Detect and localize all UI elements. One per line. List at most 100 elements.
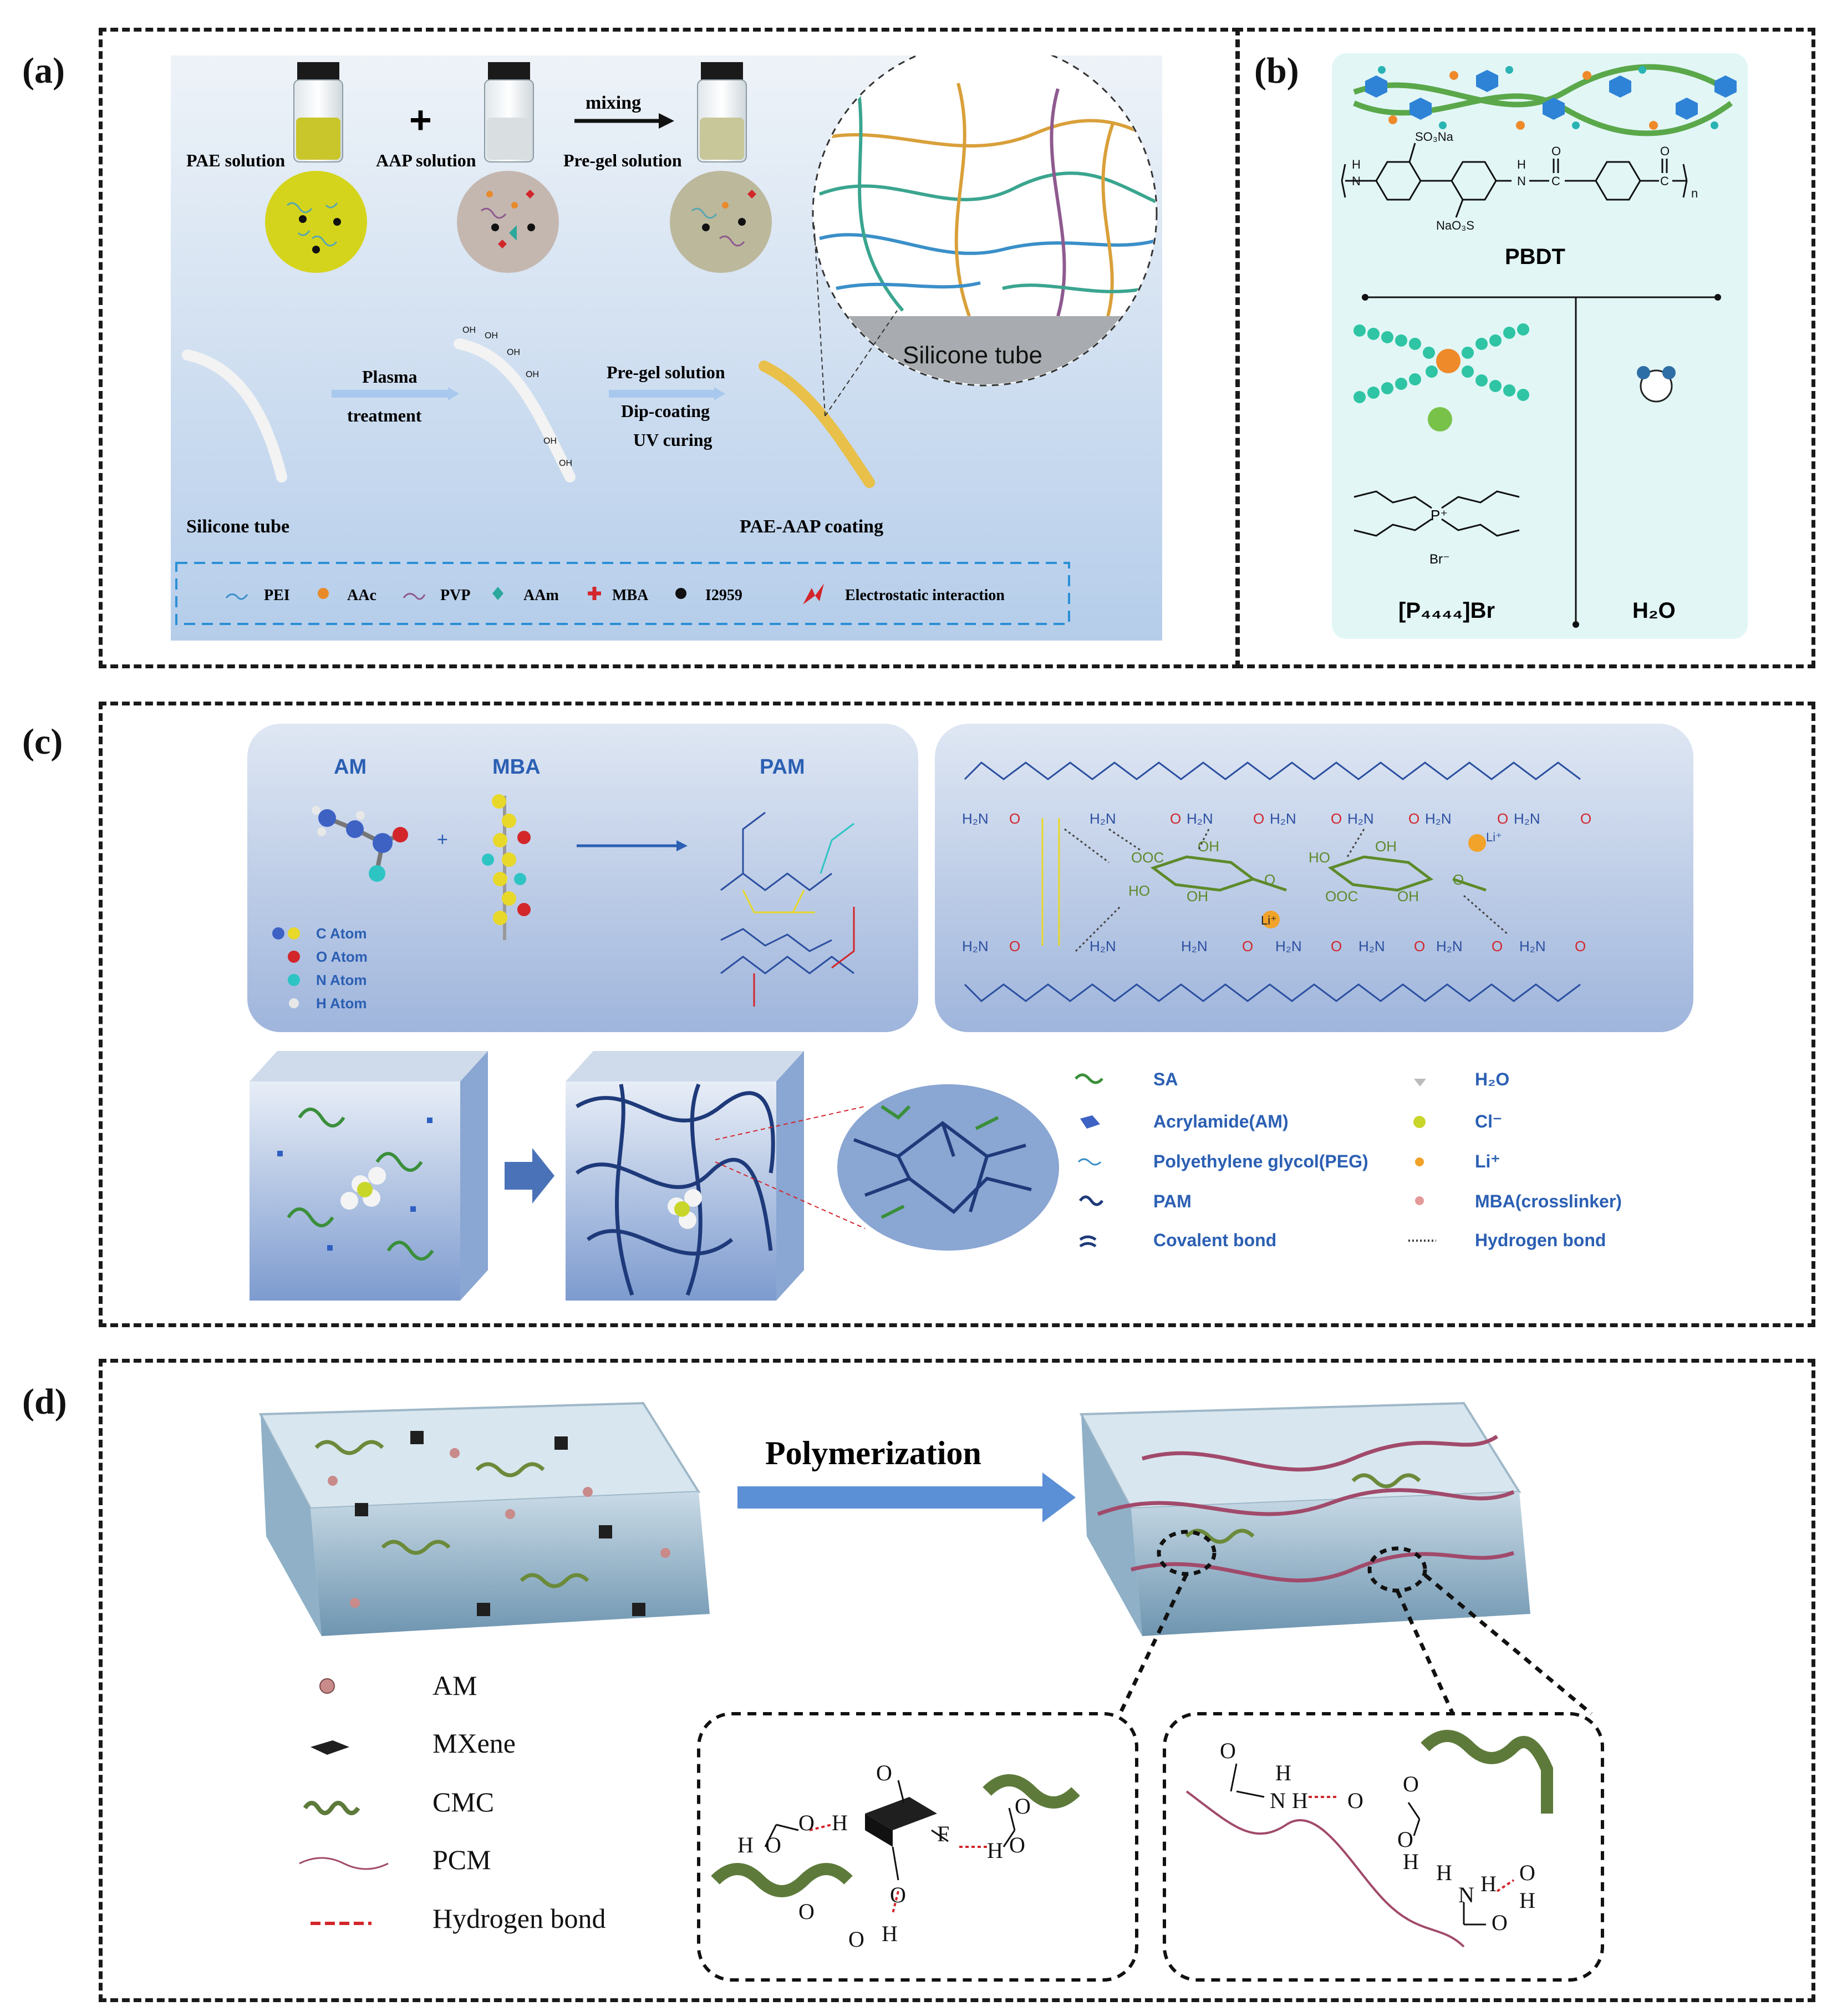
legend-covalent: Covalent bond	[1153, 1230, 1276, 1250]
mba-molecule	[482, 794, 531, 940]
atom-label: OH	[485, 331, 498, 341]
pae-vial	[293, 62, 343, 163]
p4444-structure	[1353, 490, 1520, 537]
atom-label: N	[1352, 174, 1361, 188]
atom-o-label: O Atom	[316, 948, 368, 965]
d-legend: AM MXene CMC PCM Hydrogen bond	[299, 1670, 605, 1934]
p4444-cartoon	[1353, 323, 1529, 431]
atom-label: H₂N	[1090, 938, 1116, 954]
zoom-silicone-label: Silicone tube	[903, 342, 1042, 369]
pae-dots	[299, 215, 341, 253]
atom-label: H₂N	[1436, 938, 1463, 954]
legend-pvp: PVP	[440, 587, 470, 604]
atom-label: H	[1292, 1788, 1308, 1813]
water-cartoon	[1637, 366, 1676, 403]
coated-silicone-tube	[759, 360, 875, 488]
p-plus-label: P⁺	[1431, 507, 1448, 524]
c-cube-arrow	[505, 1148, 554, 1203]
atom-label: H₂N	[962, 938, 989, 954]
panel-c-frame	[99, 702, 1815, 1327]
plain-silicone-tube	[182, 349, 287, 483]
legend-cl: Cl⁻	[1475, 1111, 1502, 1131]
panel-b-label: (b)	[1254, 50, 1299, 91]
atom-label: OH	[462, 326, 476, 335]
dip-step-2: Dip-coating	[621, 401, 710, 421]
pam-network-box	[935, 724, 1693, 1032]
pae-solution-label: PAE solution	[186, 150, 285, 170]
atom-label: O	[1009, 938, 1020, 954]
network-amide-labels: H₂N O H₂N O H₂N O H₂N O H₂N O H₂N O H₂N O H₂N O…	[962, 810, 1591, 954]
sa-labels: OOC OH HO OH O HO OH OOC OH O	[1128, 838, 1464, 905]
dip-step-1: Pre-gel solution	[607, 362, 725, 382]
atom-label: H	[1275, 1760, 1291, 1785]
pregel-contents	[691, 190, 756, 247]
atom-label: O	[765, 1832, 781, 1857]
atom-label: O	[1575, 938, 1586, 954]
sa-sugar-rings	[1150, 855, 1487, 892]
am-label: AM	[334, 755, 367, 779]
atom-label: H	[882, 1921, 898, 1946]
atom-label: OH	[1397, 888, 1419, 905]
atom-label: HO	[1128, 882, 1150, 899]
atom-label: H₂N	[1347, 810, 1374, 827]
li-ions: Li⁺ Li⁺	[1261, 830, 1502, 928]
atom-label: OH	[543, 436, 557, 446]
atom-label: O	[1009, 1832, 1025, 1857]
plasma-label-1: Plasma	[362, 367, 418, 387]
atom-label: H₂N	[1519, 938, 1546, 954]
am-molecule	[312, 806, 408, 882]
atom-label: O	[798, 1899, 815, 1924]
am-mba-reaction-box	[247, 724, 918, 1032]
atom-label: OOC	[1325, 888, 1358, 905]
atom-label: Li⁺	[1261, 913, 1277, 927]
pregel-vial	[697, 62, 747, 163]
legend-hydrogen-bond: Hydrogen bond	[1475, 1230, 1606, 1250]
atom-label: O	[1331, 938, 1342, 954]
atom-label: O	[1414, 938, 1425, 954]
atom-label: O	[1220, 1738, 1236, 1763]
pregel-zoom-circle	[670, 171, 772, 273]
atom-label: O	[1551, 144, 1561, 158]
atom-label: H₂N	[1425, 810, 1452, 827]
panel-d-label: (d)	[22, 1382, 67, 1422]
panel-a-figure: + mixing	[171, 40, 1162, 641]
atom-label: O	[1331, 810, 1342, 827]
atom-label: O	[1015, 1794, 1031, 1819]
atom-label: O	[1397, 1827, 1413, 1852]
atom-label: N	[1270, 1788, 1286, 1813]
c-legend: SA Acrylamide(AM) Polyethylene glycol(PE…	[1075, 1069, 1622, 1250]
atom-label: H	[1436, 1860, 1452, 1885]
atom-label: O	[1580, 810, 1591, 827]
post-polymer-slab	[1079, 1401, 1530, 1636]
legend-am: AM	[432, 1670, 477, 1701]
atom-c-label: C Atom	[316, 925, 367, 942]
panel-d-figure: Polymerization AM	[244, 1370, 1752, 1991]
atom-label: H	[1403, 1849, 1419, 1874]
atom-label: O	[1497, 810, 1508, 827]
pam-structure	[720, 811, 855, 1007]
atom-label: H	[832, 1810, 848, 1835]
gel-zoom-network	[853, 1105, 1032, 1219]
pae-zoom-circle	[265, 171, 367, 273]
atom-label: n	[1691, 186, 1698, 200]
atom-label: H₂N	[962, 810, 989, 827]
mba-label: MBA	[492, 755, 541, 779]
legend-pei: PEI	[264, 587, 290, 604]
legend-aac: AAc	[347, 587, 376, 604]
atom-h-label: H Atom	[316, 995, 367, 1012]
pbdt-structure	[1341, 143, 1688, 218]
pbdt-label: PBDT	[1505, 245, 1565, 269]
atom-label: HO	[1309, 849, 1330, 866]
inset1-drawing	[711, 1774, 1080, 1914]
oh-silicone-tube	[454, 338, 576, 483]
br-minus-label: Br⁻	[1429, 552, 1450, 567]
atom-label: H	[987, 1838, 1003, 1863]
legend-electrostatic: Electrostatic interaction	[845, 587, 1005, 604]
atom-label: H₂N	[1514, 810, 1540, 827]
atom-label: O	[1519, 1860, 1535, 1885]
atom-label: O	[1492, 938, 1503, 954]
legend-mba-crosslinker: MBA(crosslinker)	[1475, 1191, 1622, 1211]
panel-b-frame	[1235, 28, 1815, 668]
mixing-label: mixing	[586, 93, 641, 113]
atom-label: H	[1517, 158, 1526, 171]
